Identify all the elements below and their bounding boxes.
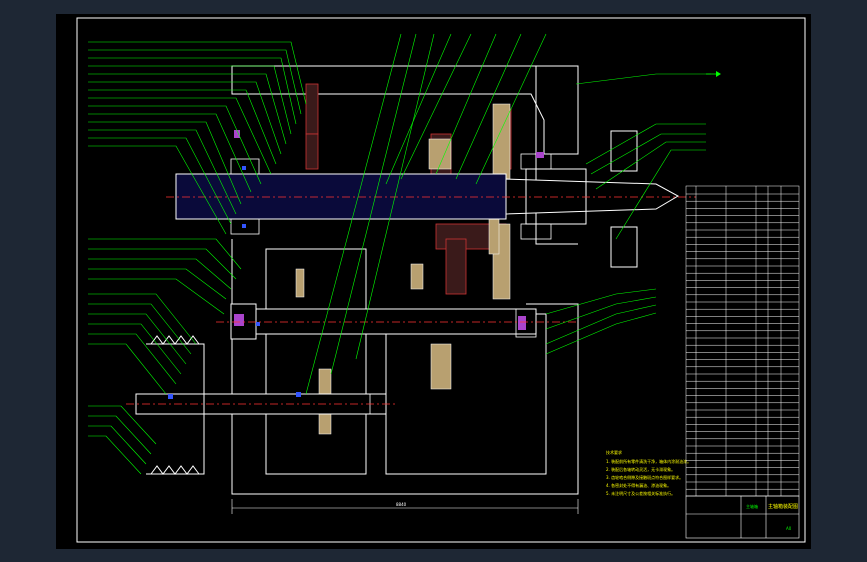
parts-list-table [685,185,800,497]
input-shaft [135,335,387,475]
leader-lines [88,33,711,475]
note-4: 4. 各密封处不得有漏油、渗油现象。 [606,482,671,488]
technical-notes: 技术要求 1. 装配前所有零件清洗干净，箱体内涂耐油漆。 2. 装配后各轴转动灵… [606,449,691,496]
title-block-sheet: A0 [786,526,792,531]
title-block-name: 主轴箱 [746,503,758,509]
note-1: 1. 装配前所有零件清洗干净，箱体内涂耐油漆。 [606,458,691,464]
bearing-markers [168,166,301,399]
gearbox-housing [231,65,638,495]
title-block-drawing-title: 主轴箱装配图 [768,503,798,510]
overall-dimension [231,499,579,514]
overall-dimension-text: 8840 [396,502,407,507]
note-5: 5. 未注明尺寸及公差按相关标准执行。 [606,490,675,496]
centerlines [126,196,696,405]
drawing-sheet: 8840 技术要求 1. 装配前所有零件清洗干净，箱体内涂耐油漆。 2. 装配后… [56,14,811,549]
drawing-frame [76,17,806,543]
main-spindle [175,168,680,225]
assembly-drawing: 8840 技术要求 1. 装配前所有零件清洗干净，箱体内涂耐油漆。 2. 装配后… [76,17,806,543]
seals [234,130,544,330]
gears [295,103,511,435]
note-2: 2. 装配后各轴转动灵活，无卡滞现象。 [606,466,675,472]
arrow-indicator [706,71,721,77]
notes-heading: 技术要求 [606,449,622,455]
note-3: 3. 齿轮啮合侧隙及接触斑点符合图样要求。 [606,474,683,480]
intermediate-shaft [230,303,537,340]
title-block [685,495,800,539]
